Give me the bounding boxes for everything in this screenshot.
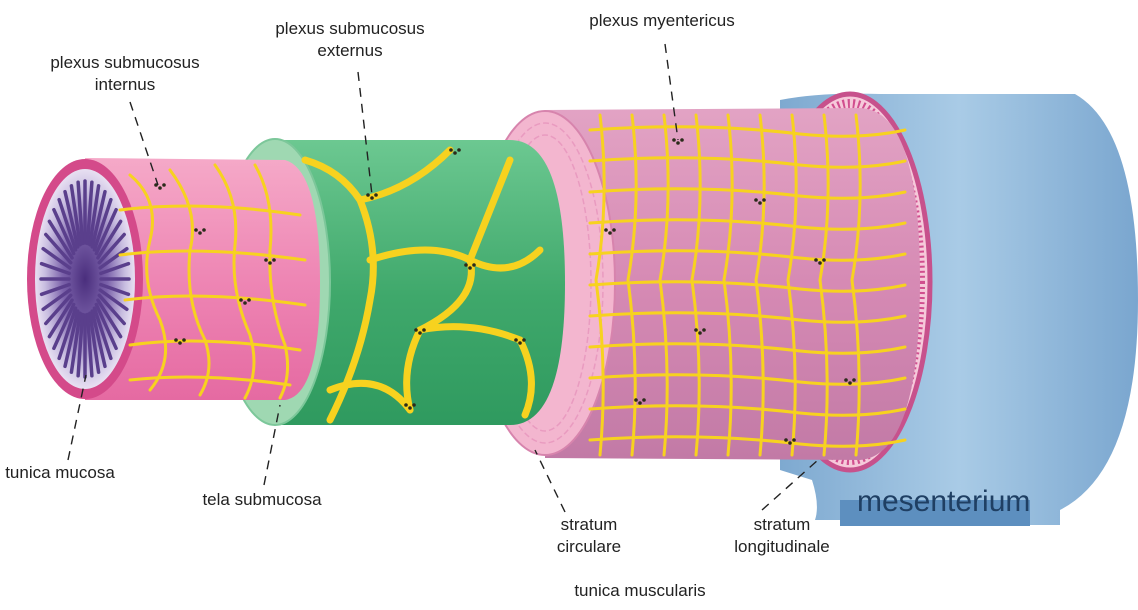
- tunica-mucosa-shape: [27, 158, 320, 400]
- label-tunica-muscularis: tunica muscularis: [574, 581, 705, 600]
- label-plexus-myentericus: plexus myentericus: [589, 11, 735, 30]
- label-stratum-circulare-2: circulare: [557, 537, 621, 556]
- label-mesenterium: mesenterium: [857, 485, 1030, 518]
- label-stratum-circulare-1: stratum: [561, 515, 618, 534]
- label-stratum-longitudinale-1: stratum: [754, 515, 811, 534]
- leader-line: [535, 450, 565, 512]
- label-stratum-longitudinale-2: longitudinale: [734, 537, 829, 556]
- label-tela-submucosa: tela submucosa: [202, 490, 322, 509]
- label-plexus-submucosus-externus-2: externus: [317, 41, 382, 60]
- label-plexus-submucosus-internus-1: plexus submucosus: [50, 53, 199, 72]
- label-tunica-mucosa: tunica mucosa: [5, 463, 115, 482]
- label-plexus-submucosus-externus-1: plexus submucosus: [275, 19, 424, 38]
- label-plexus-submucosus-internus-2: internus: [95, 75, 155, 94]
